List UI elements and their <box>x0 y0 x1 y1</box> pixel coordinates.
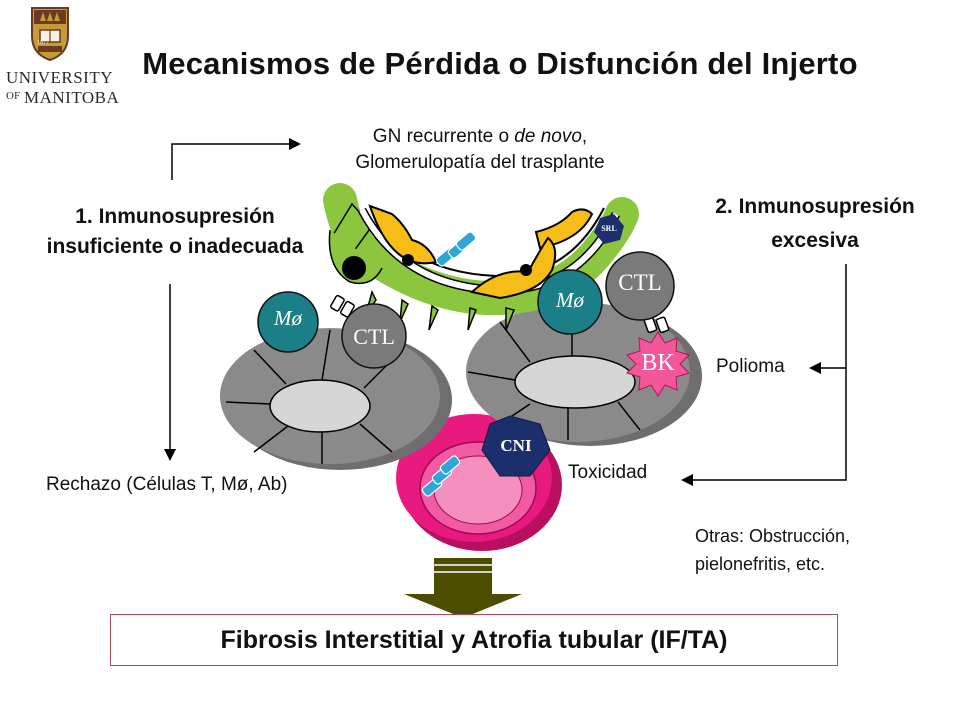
ctl-right-label: CTL <box>618 270 662 295</box>
polyoma-label: Polioma <box>716 356 785 377</box>
ctl-right-cell <box>605 251 675 321</box>
right-heading-line1: 2. Inmunosupresión <box>715 195 915 218</box>
logo-of-text: OF <box>6 90 21 102</box>
macrophage-right-label: Mø <box>556 288 584 312</box>
other-line1: Otras: Obstrucción, <box>695 526 851 546</box>
receptor-icons <box>330 294 670 334</box>
srl-label: SRL <box>601 224 617 233</box>
other-causes-note: Otras: Obstrucción, pielonefritis, etc. <box>695 522 850 578</box>
bk-label: BK <box>641 350 675 376</box>
srl-hexagon <box>594 214 624 244</box>
cni-label: CNI <box>500 436 532 455</box>
outcome-box: Fibrosis Interstitial y Atrofia tubular … <box>110 614 838 666</box>
excessive-immunosuppression-heading: 2. Inmunosupresión excesiva <box>670 190 960 258</box>
toxicity-label: Toxicidad <box>568 462 648 483</box>
bk-virus-star <box>626 331 690 397</box>
left-heading-line1: 1. Inmunosupresión <box>75 205 275 228</box>
insufficient-immunosuppression-heading: 1. Inmunosupresión insuficiente o inadec… <box>0 202 350 262</box>
logo-university-text: UNIVERSITY <box>6 68 113 87</box>
ctl-left-cell <box>341 303 407 369</box>
right-heading-line2: excesiva <box>771 229 859 252</box>
logo-manitoba-text: MANITOBA <box>24 88 120 107</box>
gn-recurrence-note: GN recurrente o de novo, Glomerulopatía … <box>300 124 660 176</box>
left-heading-line2: insuficiente o inadecuada <box>46 235 304 258</box>
macrophage-left-cell <box>257 291 319 353</box>
antibody-icons <box>421 231 477 497</box>
gn-line1-prefix: GN recurrente o <box>372 126 515 147</box>
gn-line1-suffix: , <box>581 126 588 147</box>
page-title: Mecanismos de Pérdida o Disfunción del I… <box>142 46 858 81</box>
macrophage-left-label: Mø <box>274 306 302 330</box>
arrow-right-branch <box>681 264 847 486</box>
macrophage-right-cell <box>537 269 603 335</box>
outcome-label: Fibrosis Interstitial y Atrofia tubular … <box>220 625 728 654</box>
cni-hexagon <box>481 415 551 477</box>
rejection-label: Rechazo (Células T, Mø, Ab) <box>46 474 288 495</box>
crest-icon <box>31 7 69 62</box>
glomerular-capillary <box>323 183 639 331</box>
ctl-left-label: CTL <box>353 324 395 349</box>
tubule-left <box>220 328 452 470</box>
arrow-to-outcome <box>404 558 522 618</box>
arrow-to-gn <box>171 138 301 180</box>
crest-year: 1877 <box>37 40 49 46</box>
gn-line1-italic: de novo <box>514 126 582 147</box>
other-line2: pielonefritis, etc. <box>695 554 826 574</box>
gn-line2: Glomerulopatía del trasplante <box>355 152 605 173</box>
